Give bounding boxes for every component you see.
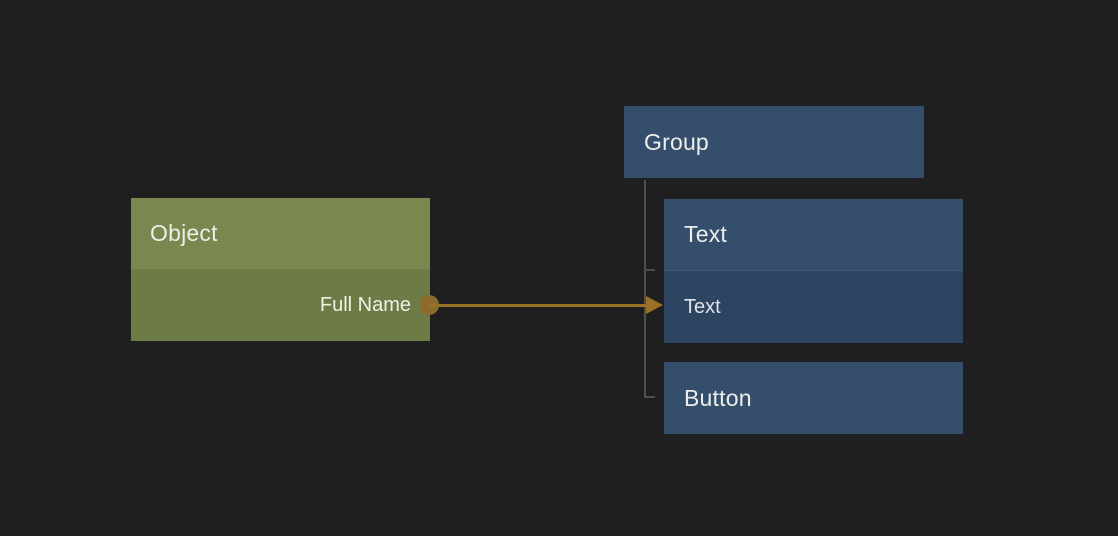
node-text[interactable]: Text Text <box>664 199 963 343</box>
node-button[interactable]: Button <box>664 362 963 434</box>
node-button-title: Button <box>684 384 752 411</box>
node-object-title: Object <box>150 220 218 246</box>
node-object[interactable]: Object Full Name <box>131 198 430 341</box>
tree-line-tick-text <box>644 269 655 271</box>
node-text-field-row[interactable]: Text <box>664 270 963 343</box>
node-object-field-label: Full Name <box>319 293 411 316</box>
node-group-header[interactable]: Group <box>624 106 924 178</box>
node-text-title: Text <box>684 221 727 247</box>
tree-line-vertical <box>644 180 646 398</box>
tree-line-elbow-button <box>644 396 655 398</box>
node-object-header[interactable]: Object <box>131 198 430 269</box>
node-group[interactable]: Group <box>624 106 924 178</box>
connection-wire[interactable] <box>429 304 648 307</box>
node-group-title: Group <box>644 128 709 155</box>
node-button-header[interactable]: Button <box>664 362 963 434</box>
node-object-field-row[interactable]: Full Name <box>131 269 430 341</box>
node-text-header[interactable]: Text <box>664 199 963 270</box>
node-text-field-label: Text <box>684 295 721 318</box>
connection-arrowhead-icon <box>646 296 663 314</box>
